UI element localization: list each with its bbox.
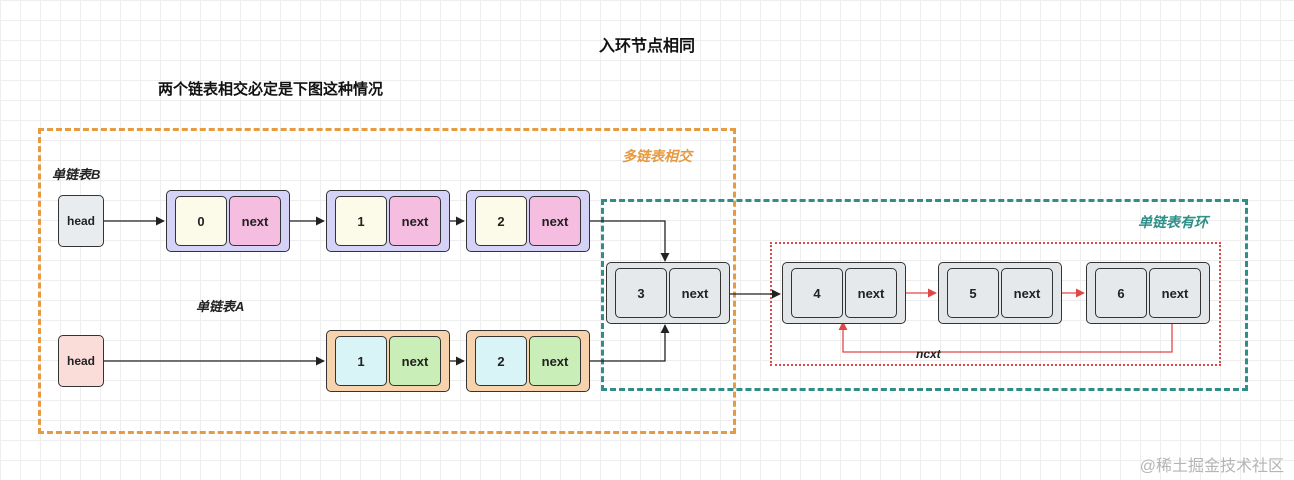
list-b-label: 单链表B	[52, 167, 101, 182]
node-5: 5 next	[938, 262, 1062, 324]
node-value: 4	[791, 268, 843, 318]
node-next-pointer: next	[669, 268, 721, 318]
node-value: 6	[1095, 268, 1147, 318]
node-value: 3	[615, 268, 667, 318]
node-3: 3 next	[606, 262, 730, 324]
node-b0: 0 next	[166, 190, 290, 252]
node-next-pointer: next	[529, 336, 581, 386]
edge-a2-n3	[580, 324, 670, 362]
cycle-list-region	[601, 199, 1248, 391]
watermark: @稀土掘金技术社区	[1139, 458, 1284, 475]
node-value: 2	[475, 196, 527, 246]
head-a: head	[58, 335, 104, 387]
multi-intersect-region	[38, 128, 736, 434]
node-value: 5	[947, 268, 999, 318]
loop-region	[770, 242, 1221, 366]
node-b1: 1 next	[326, 190, 450, 252]
page-title: 入环节点相同	[598, 38, 695, 55]
edge-b2-n3	[580, 220, 670, 262]
node-next-pointer: next	[389, 196, 441, 246]
list-a-label: 单链表A	[196, 299, 245, 314]
page-subtitle: 两个链表相交必定是下图这种情况	[158, 81, 384, 98]
node-value: 0	[175, 196, 227, 246]
node-4: 4 next	[782, 262, 906, 324]
cycle-list-label: 单链表有环	[1138, 214, 1208, 230]
loop-edge-label: ncxt	[916, 347, 941, 361]
node-b2: 2 next	[466, 190, 590, 252]
node-next-pointer: next	[529, 196, 581, 246]
node-value: 1	[335, 336, 387, 386]
node-a2: 2 next	[466, 330, 590, 392]
node-a1: 1 next	[326, 330, 450, 392]
node-next-pointer: next	[1001, 268, 1053, 318]
multi-intersect-label: 多链表相交	[622, 148, 692, 164]
head-b: head	[58, 195, 104, 247]
node-next-pointer: next	[229, 196, 281, 246]
node-next-pointer: next	[1149, 268, 1201, 318]
node-next-pointer: next	[845, 268, 897, 318]
edge-n6-n4-loop	[838, 320, 1173, 353]
node-value: 1	[335, 196, 387, 246]
node-next-pointer: next	[389, 336, 441, 386]
node-6: 6 next	[1086, 262, 1210, 324]
node-value: 2	[475, 336, 527, 386]
